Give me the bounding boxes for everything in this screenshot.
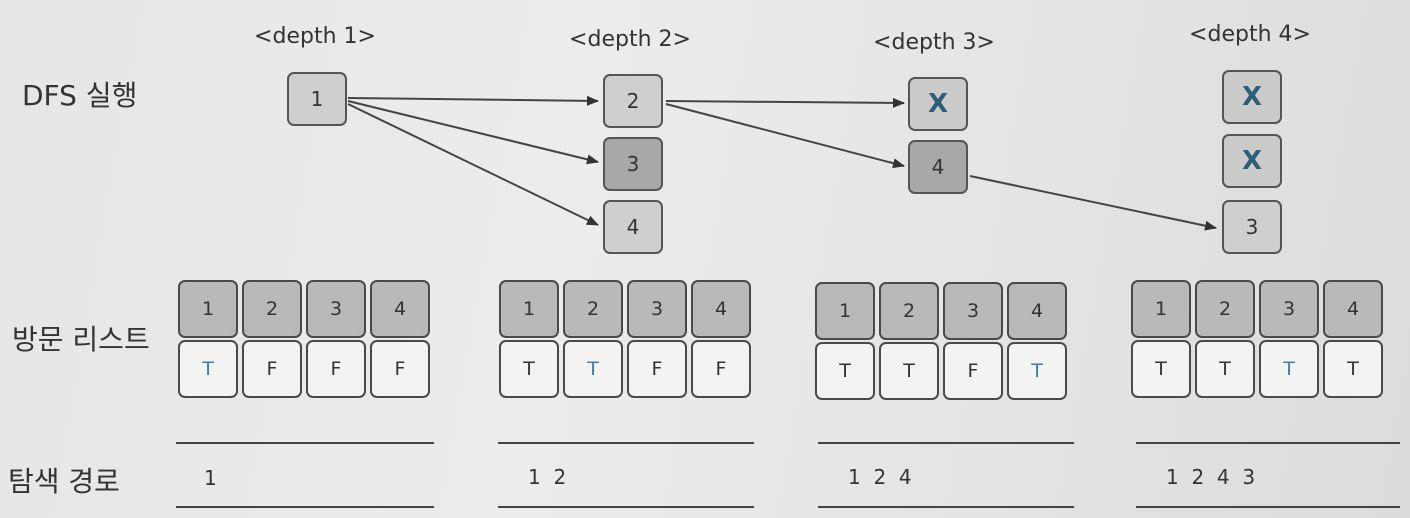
- path-line-bottom-3: [818, 506, 1074, 508]
- visit-key-2: 2: [879, 282, 939, 340]
- visit-value-3: F: [306, 340, 366, 398]
- path-line-bottom-4: [1136, 506, 1400, 508]
- node-4-depth-2: 4: [603, 200, 663, 254]
- visit-key-1: 1: [1131, 280, 1191, 338]
- node-4-depth-3: 4: [908, 140, 968, 194]
- search-path-depth-2: 1 2: [528, 465, 567, 489]
- visit-key-2: 2: [563, 280, 623, 338]
- node-visited-a-depth-4: X: [1222, 70, 1282, 124]
- arrow-4-to-3: [969, 175, 1217, 231]
- node-2-depth-2: 2: [603, 74, 663, 128]
- visit-value-3: F: [943, 342, 1003, 400]
- path-line-top-4: [1136, 442, 1400, 444]
- node-visited-depth-3: X: [908, 77, 968, 131]
- node-1-depth-1: 1: [287, 72, 347, 126]
- node-3-depth-4: 3: [1222, 200, 1282, 254]
- search-path-depth-1: 1: [204, 466, 217, 490]
- arrow-1-to-2: [347, 95, 599, 106]
- row-label-search-path: 탐색 경로: [8, 465, 120, 498]
- visit-value-4: T: [1323, 340, 1383, 398]
- depth-3-title: <depth 3>: [873, 30, 995, 55]
- visit-value-4: T: [1007, 342, 1067, 400]
- visit-value-2: T: [1195, 340, 1255, 398]
- visit-key-1: 1: [178, 280, 238, 338]
- visited-cross-icon: X: [1241, 146, 1263, 176]
- visit-key-3: 3: [943, 282, 1003, 340]
- visit-value-1: T: [499, 340, 559, 398]
- visit-value-1: T: [178, 340, 238, 398]
- visit-key-3: 3: [627, 280, 687, 338]
- visit-key-2: 2: [242, 280, 302, 338]
- node-visited-b-depth-4: X: [1222, 134, 1282, 188]
- visit-key-4: 4: [370, 280, 430, 338]
- visit-value-4: F: [691, 340, 751, 398]
- search-path-depth-3: 1 2 4: [848, 465, 912, 489]
- visit-key-4: 4: [691, 280, 751, 338]
- arrow-2-to-visited: [665, 97, 905, 108]
- arrow-1-to-3: [347, 100, 599, 165]
- visit-value-1: T: [1131, 340, 1191, 398]
- arrow-2-to-4: [665, 103, 905, 169]
- node-3-depth-2: 3: [603, 137, 663, 191]
- visit-value-3: T: [1259, 340, 1319, 398]
- row-label-visit-list: 방문 리스트: [12, 323, 150, 356]
- visit-key-1: 1: [815, 282, 875, 340]
- depth-1-title: <depth 1>: [254, 24, 376, 49]
- visited-cross-icon: X: [927, 89, 949, 119]
- visit-value-2: T: [879, 342, 939, 400]
- path-line-top-2: [498, 442, 754, 444]
- visit-key-4: 4: [1323, 280, 1383, 338]
- path-line-bottom-1: [176, 506, 434, 508]
- visit-key-1: 1: [499, 280, 559, 338]
- row-label-dfs: DFS 실행: [22, 79, 138, 112]
- visit-key-4: 4: [1007, 282, 1067, 340]
- arrow-1-to-4: [347, 103, 599, 226]
- visit-value-2: T: [563, 340, 623, 398]
- depth-4-title: <depth 4>: [1189, 22, 1311, 47]
- visited-cross-icon: X: [1241, 82, 1263, 112]
- path-line-top-1: [176, 442, 434, 444]
- visit-value-3: F: [627, 340, 687, 398]
- visit-key-3: 3: [1259, 280, 1319, 338]
- visit-value-4: F: [370, 340, 430, 398]
- depth-2-title: <depth 2>: [569, 27, 691, 52]
- visit-key-3: 3: [306, 280, 366, 338]
- visit-value-2: F: [242, 340, 302, 398]
- path-line-top-3: [818, 442, 1074, 444]
- path-line-bottom-2: [498, 506, 754, 508]
- visit-value-1: T: [815, 342, 875, 400]
- search-path-depth-4: 1 2 4 3: [1166, 465, 1256, 489]
- visit-key-2: 2: [1195, 280, 1255, 338]
